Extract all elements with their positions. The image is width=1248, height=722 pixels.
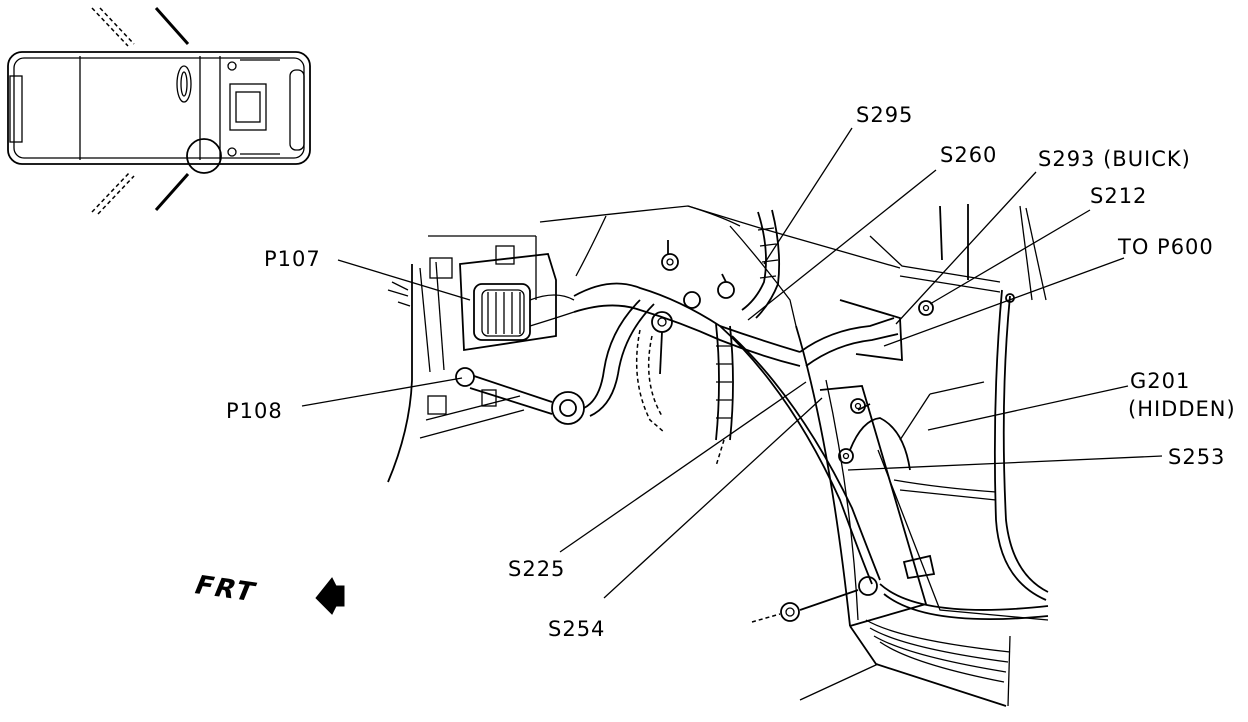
label-s295: S295 bbox=[856, 103, 913, 127]
label-p107: P107 bbox=[264, 247, 321, 271]
label-g201-hidden: (HIDDEN) bbox=[1128, 397, 1236, 421]
body-structure bbox=[387, 204, 1049, 707]
label-s253: S253 bbox=[1168, 445, 1225, 469]
front-arrow-icon bbox=[315, 577, 345, 615]
vehicle-locator-inset bbox=[7, 7, 311, 215]
front-direction-indicator: FRT bbox=[190, 570, 345, 615]
fasteners bbox=[651, 240, 1015, 623]
zoom-circle bbox=[186, 138, 222, 174]
label-p108: P108 bbox=[226, 399, 283, 423]
label-s212: S212 bbox=[1090, 184, 1147, 208]
callout-labels: P107 P108 S295 S260 S293 (BUICK) S212 TO… bbox=[226, 103, 1236, 641]
leader-lines bbox=[301, 127, 1163, 599]
label-frt: FRT bbox=[190, 570, 262, 608]
label-g201: G201 bbox=[1130, 369, 1190, 393]
label-s254: S254 bbox=[548, 617, 605, 641]
label-s293: S293 (BUICK) bbox=[1038, 147, 1191, 171]
label-s260: S260 bbox=[940, 143, 997, 167]
label-s225: S225 bbox=[508, 557, 565, 581]
label-to-p600: TO P600 bbox=[1117, 235, 1214, 259]
wiring-harness bbox=[469, 209, 1049, 621]
connector-p107 bbox=[459, 253, 575, 352]
